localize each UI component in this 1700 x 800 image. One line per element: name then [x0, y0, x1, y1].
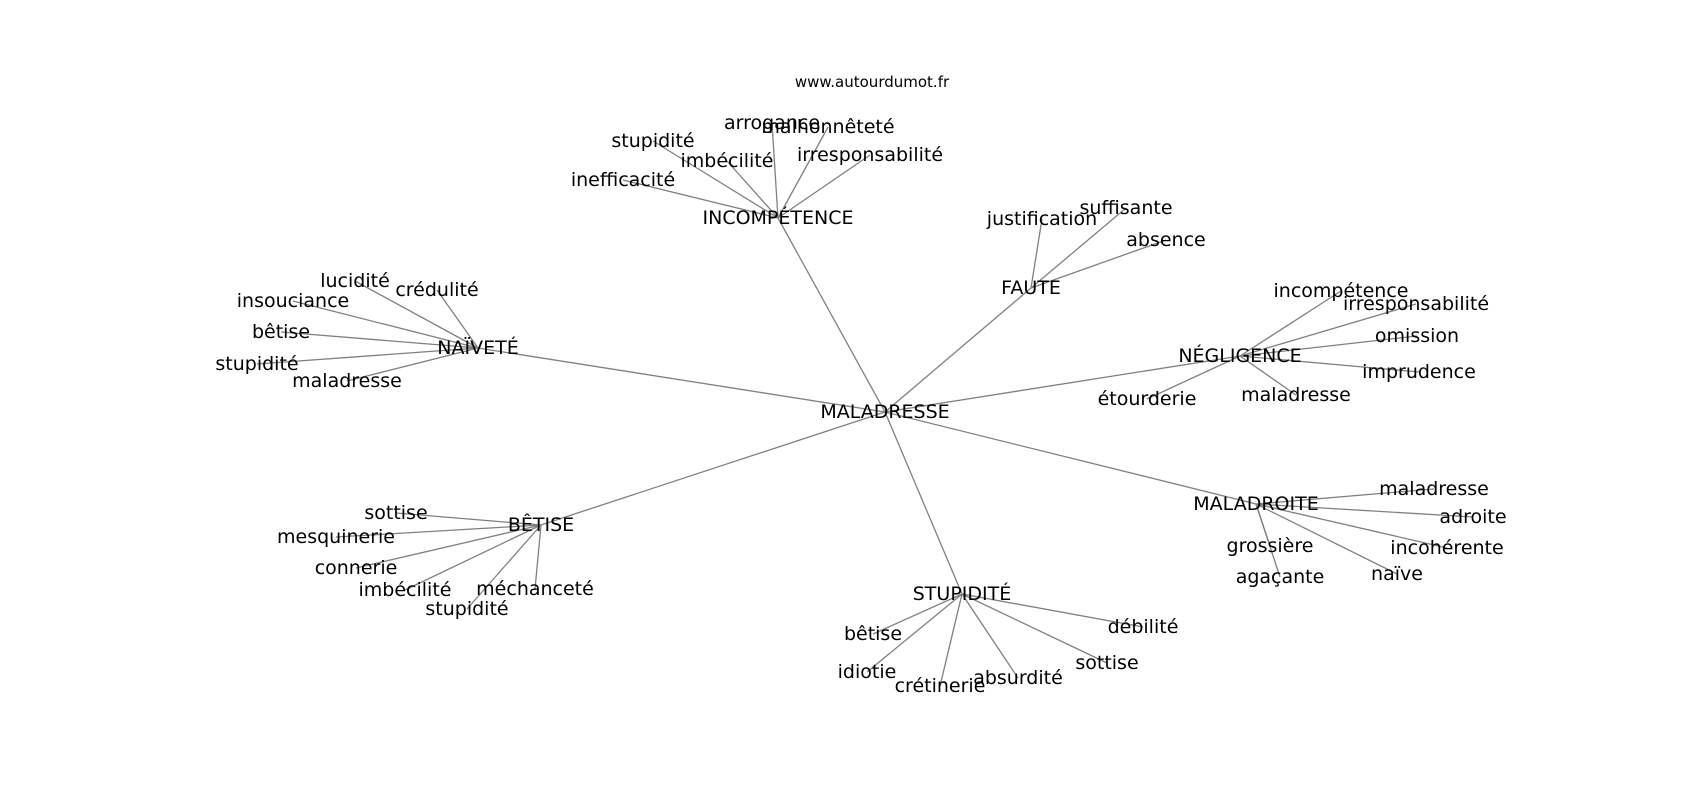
edge-hub-to-leaf [961, 593, 1144, 628]
hub-node-label: STUPIDITÉ [913, 582, 1011, 605]
edge-hub-to-leaf [777, 126, 829, 219]
edge-hub-to-leaf [280, 331, 479, 349]
edge-hub-to-leaf [1030, 239, 1167, 289]
leaf-node-label: maladresse [1379, 478, 1489, 500]
edge-hub-to-leaf [1030, 207, 1127, 289]
leaf-node-label: méchanceté [476, 578, 594, 600]
edge-hub-to-leaf [1146, 355, 1241, 400]
edge-hub-to-leaf [346, 347, 479, 382]
edge-hub-to-leaf [1030, 218, 1043, 289]
edge-hub-to-leaf [939, 593, 963, 687]
leaf-node-label: suffisante [1079, 197, 1172, 219]
edge-hub-to-leaf [1239, 303, 1417, 357]
edge-hub-to-leaf [726, 160, 779, 219]
leaf-node-label: stupidité [425, 598, 508, 620]
leaf-node-label: incohérente [1390, 537, 1503, 559]
edge-hub-to-leaf [436, 289, 479, 349]
edge-center-to-hub [477, 347, 886, 413]
hub-node-label: BÊTISE [508, 513, 574, 536]
edge-hub-to-leaf [1255, 503, 1448, 549]
edge-center-to-hub [540, 411, 886, 526]
leaf-node-label: absence [1126, 229, 1205, 251]
edge-center-to-hub [884, 411, 963, 595]
leaf-node-label: malhonnêteté [761, 116, 894, 138]
edge-hub-to-leaf [466, 524, 542, 610]
leaf-node-label: absurdité [973, 667, 1063, 689]
leaf-node-label: bêtise [844, 623, 902, 645]
leaf-node-label: arrogance [724, 112, 820, 134]
leaf-node-label: incompétence [1274, 280, 1409, 302]
edge-hub-to-leaf [652, 140, 779, 219]
edge-hub-to-leaf [1239, 355, 1420, 373]
edge-hub-to-leaf [961, 593, 1019, 679]
edge-hub-to-leaf [866, 593, 963, 673]
edge-hub-to-leaf [1255, 503, 1281, 578]
leaf-node-label: insouciance [237, 290, 349, 312]
graph-edges [256, 122, 1474, 687]
leaf-node-label: agaçante [1236, 566, 1325, 588]
site-url-label: www.autourdumot.fr [795, 73, 950, 91]
edge-center-to-hub [884, 287, 1032, 413]
edge-hub-to-leaf [961, 593, 1108, 664]
leaf-node-label: imprudence [1362, 361, 1476, 383]
hub-node-label: FAUTE [1001, 277, 1061, 299]
edge-hub-to-leaf [404, 524, 542, 591]
edge-hub-to-leaf [335, 524, 542, 538]
leaf-node-label: étourderie [1098, 388, 1197, 410]
edge-hub-to-leaf [872, 593, 963, 635]
leaf-node-label: connerie [315, 557, 398, 579]
leaf-node-label: mesquinerie [277, 526, 395, 548]
leaf-node-label: crétinerie [895, 675, 986, 697]
leaf-node-label: idiotie [838, 661, 897, 683]
edge-hub-to-leaf [1239, 335, 1418, 357]
center-node-label: MALADRESSE [820, 401, 949, 423]
leaf-node-label: sottise [364, 502, 427, 524]
edge-hub-to-leaf [622, 179, 779, 219]
hub-node-label: MALADROITE [1193, 493, 1318, 515]
leaf-node-label: stupidité [215, 353, 298, 375]
edge-hub-to-leaf [534, 524, 542, 590]
edge-hub-to-leaf [355, 524, 542, 569]
leaf-node-label: irresponsabilité [1343, 293, 1489, 315]
leaf-node-label: justification [986, 208, 1097, 230]
edge-hub-to-leaf [777, 154, 871, 219]
leaf-node-label: irresponsabilité [797, 144, 943, 166]
leaf-node-label: lucidité [320, 270, 390, 292]
leaf-node-label: débilité [1108, 616, 1179, 638]
leaf-node-label: inefficacité [571, 169, 675, 191]
edge-hub-to-leaf [354, 280, 479, 349]
leaf-node-label: imbécilité [681, 150, 774, 172]
edge-center-to-hub [884, 355, 1241, 413]
edge-hub-to-leaf [256, 347, 479, 365]
edge-hub-to-leaf [1255, 488, 1435, 505]
edge-hub-to-leaf [1255, 503, 1398, 575]
leaf-node-label: stupidité [611, 130, 694, 152]
graph-labels: MALADRESSE INCOMPÉTENCE arrogancemalhonnêt… [215, 112, 1506, 697]
leaf-node-label: sottise [1075, 652, 1138, 674]
hub-node-label: INCOMPÉTENCE [703, 206, 854, 229]
leaf-node-label: imbécilité [359, 579, 452, 601]
edge-center-to-hub [777, 217, 886, 413]
leaf-node-label: maladresse [292, 370, 402, 392]
hub-node-label: NÉGLIGENCE [1178, 344, 1301, 367]
hub-node-label: NAÏVETÉ [437, 336, 518, 359]
leaf-node-label: adroite [1439, 506, 1506, 528]
leaf-node-label: naïve [1371, 563, 1423, 585]
edge-center-to-hub [884, 411, 1257, 505]
edge-hub-to-leaf [395, 512, 542, 526]
edge-hub-to-leaf [771, 122, 779, 219]
leaf-node-label: omission [1375, 325, 1459, 347]
leaf-node-label: maladresse [1241, 384, 1351, 406]
leaf-node-label: crédulité [395, 279, 478, 301]
edge-hub-to-leaf [1239, 355, 1297, 396]
edge-hub-to-leaf [1255, 503, 1474, 518]
leaf-node-label: grossière [1227, 535, 1314, 557]
leaf-node-label: bêtise [252, 321, 310, 343]
edge-hub-to-leaf [1239, 290, 1342, 357]
edge-hub-to-leaf [292, 300, 479, 349]
